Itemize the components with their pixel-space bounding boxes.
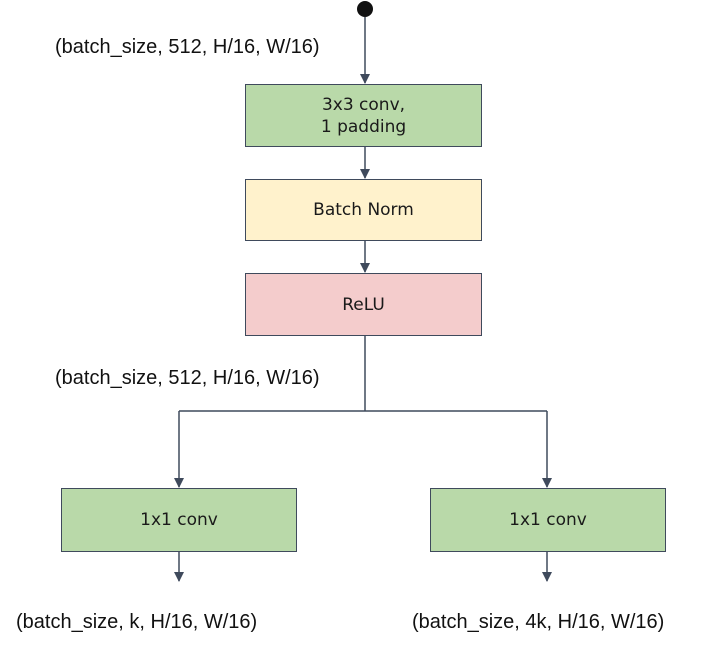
input-shape-label: (batch_size, 512, H/16, W/16): [55, 36, 320, 58]
relu-block: ReLU: [245, 273, 482, 336]
batch-norm-block: Batch Norm: [245, 179, 482, 241]
left-output-shape-label: (batch_size, k, H/16, W/16): [16, 611, 258, 633]
input-node: [357, 1, 373, 17]
right-conv1x1-block: 1x1 conv: [430, 488, 666, 552]
mid-shape-label: (batch_size, 512, H/16, W/16): [55, 367, 320, 389]
conv3x3-block: 3x3 conv, 1 padding: [245, 84, 482, 147]
left-conv1x1-block: 1x1 conv: [61, 488, 297, 552]
right-output-shape-label: (batch_size, 4k, H/16, W/16): [412, 611, 665, 633]
